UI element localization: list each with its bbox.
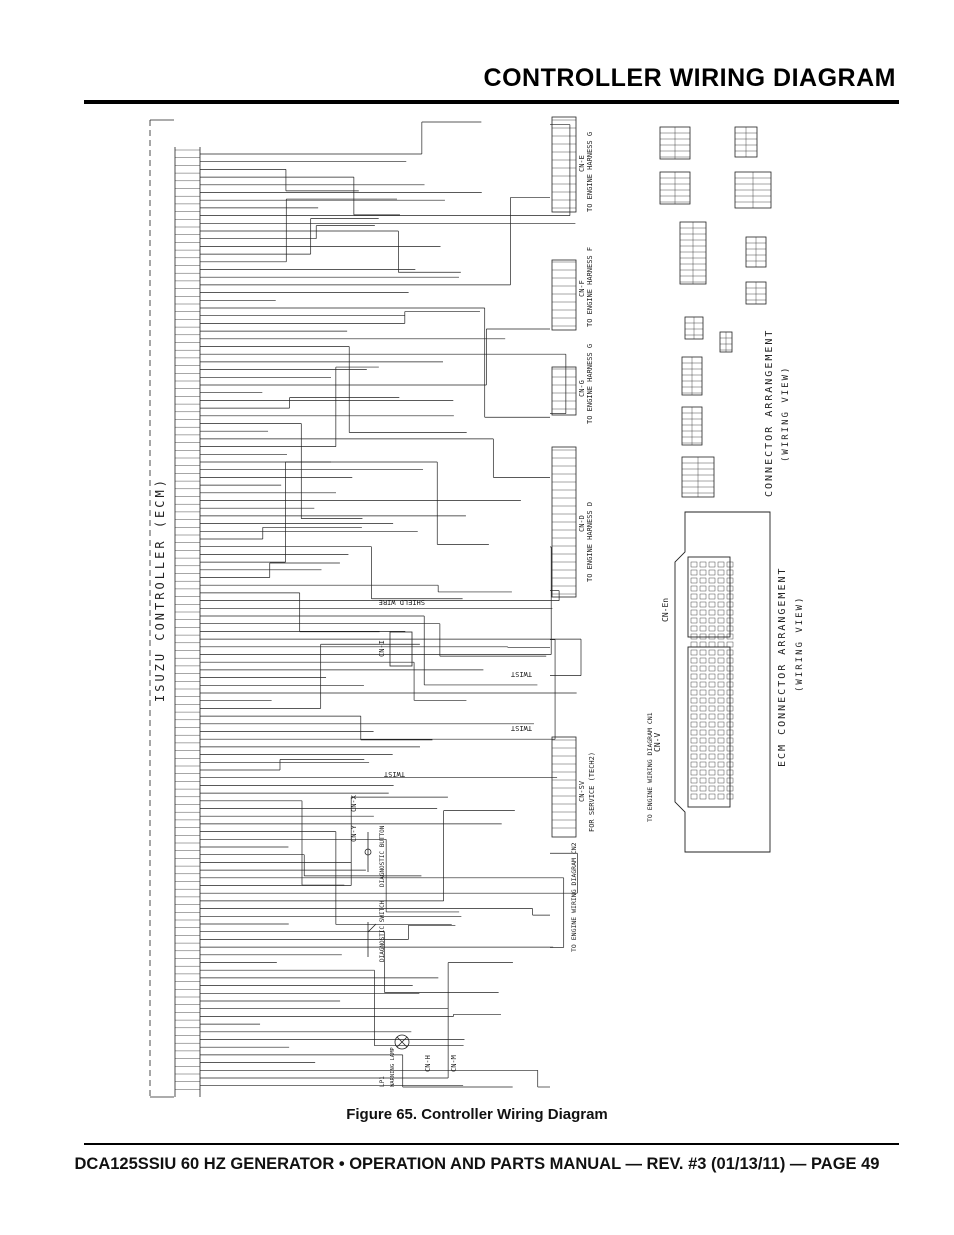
service-tech2-label: FOR SERVICE (TECH2): [588, 752, 596, 832]
connector-label-cn-f: CN-F: [578, 280, 586, 297]
shield-wire-label: SHIELD WIRE: [379, 598, 425, 606]
ecm-controller-block: [149, 119, 201, 1098]
connector-cn-f: [551, 259, 577, 331]
lp1-label: LP1: [379, 1076, 386, 1087]
harness-label-d: TO ENGINE HARNESS D: [586, 502, 594, 582]
page-footer: DCA125SSIU 60 HZ GENERATOR • OPERATION A…: [74, 1155, 880, 1173]
engine-wiring-cn2-label: TO ENGINE WIRING DIAGRAM CN2: [570, 842, 578, 952]
connector-label-cn-g: CN-G: [578, 380, 586, 397]
header-rule: [84, 100, 899, 104]
wire-bundle: [200, 119, 582, 1088]
connector-label-cn-en: CN-En: [661, 598, 670, 622]
engine-wiring-cn1-label: TO ENGINE WIRING DIAGRAM CN1: [646, 712, 654, 822]
harness-label-f: TO ENGINE HARNESS F: [586, 247, 594, 327]
connector-cn-sv: [551, 736, 577, 838]
connector-label-cn-e: CN-E: [578, 155, 586, 172]
twist-label-1: TWIST: [510, 670, 532, 678]
figure-caption: Figure 65. Controller Wiring Diagram: [346, 1106, 608, 1123]
warning-lamp-label: WARNING LAMP: [390, 1047, 396, 1087]
diagnostic-button-label: DIAGNOSTIC BUTTON: [379, 825, 386, 887]
harness-label-g: TO ENGINE HARNESS G: [586, 132, 594, 212]
connector-label-cn-h: CN-H: [424, 1055, 432, 1072]
connector-label-cn-d: CN-D: [578, 515, 586, 532]
diagnostic-switch: [367, 922, 377, 957]
connector-label-cn-m: CN-M: [450, 1055, 458, 1072]
twist-label-2: TWIST: [510, 724, 532, 732]
connector-label-cn-sv: CN-SV: [578, 780, 586, 802]
connector-cn-d: [551, 446, 577, 598]
diagnostic-switch-label: DIAGNOSTIC SWITCH: [379, 900, 386, 962]
harness-label-g2: TO ENGINE HARNESS G: [586, 344, 594, 424]
ecm-arrangement-title: ECM CONNECTOR ARRANGEMENT: [777, 566, 788, 767]
connector-label-cn-v: CN-V: [653, 733, 662, 752]
diagnostic-button: [364, 832, 372, 872]
twist-label-3: TWIST: [383, 770, 405, 778]
connector-label-cn-x: CN-X: [350, 794, 358, 812]
connector-cn-e: [551, 116, 577, 213]
connector-cn-g: [551, 366, 577, 416]
connector-arrangement-title: CONNECTOR ARRANGEMENT: [764, 329, 775, 497]
wiring-diagram: ISUZU CONTROLLER (ECM) TO ENGINE HARNESS…: [140, 112, 820, 1102]
connector-arrangement: [659, 126, 772, 498]
wiring-diagram-svg: ISUZU CONTROLLER (ECM) TO ENGINE HARNESS…: [149, 116, 805, 1098]
footer-rule: [84, 1143, 899, 1145]
connector-cn-i: [389, 631, 413, 667]
connector-arrangement-sub: (WIRING VIEW): [781, 366, 791, 462]
controller-label: ISUZU CONTROLLER (ECM): [153, 477, 167, 702]
connector-label-cn-y: CN-Y: [350, 824, 358, 842]
warning-lamp: [394, 1034, 410, 1050]
ecm-connector: [674, 511, 771, 853]
ecm-arrangement-sub: (WIRING VIEW): [795, 596, 805, 692]
connector-label-cn-i: CN-I: [378, 640, 386, 657]
page-title: CONTROLLER WIRING DIAGRAM: [483, 64, 896, 92]
